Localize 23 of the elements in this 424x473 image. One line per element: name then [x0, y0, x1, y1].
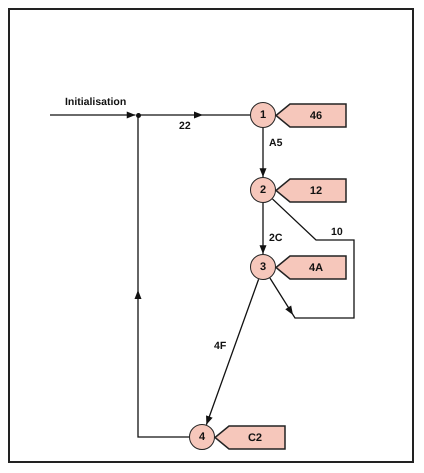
edge-label: 2C [268, 232, 284, 244]
state-circle [189, 424, 215, 450]
output-flag [215, 426, 285, 449]
state-label: 4 [198, 431, 206, 443]
state-label: 4A [308, 262, 324, 274]
edge-label: 4F [213, 340, 228, 352]
edge-label: 22 [178, 120, 192, 132]
output-flag [276, 256, 346, 279]
state-label: 2 [260, 184, 266, 196]
state-circle [250, 102, 276, 128]
edge-label: A5 [268, 137, 284, 149]
edge-label: 10 [330, 226, 344, 238]
state-label: 1 [260, 109, 266, 121]
output-flag [276, 104, 346, 127]
edge-label: Initialisation [64, 96, 128, 108]
junction-dot [136, 112, 140, 118]
state-label: 12 [308, 184, 322, 196]
state-circle [250, 177, 276, 203]
state-circle [250, 254, 276, 280]
output-flag [276, 179, 346, 202]
state-label: 3 [260, 261, 266, 273]
state-label: 46 [308, 110, 322, 122]
state-label: C2 [246, 432, 262, 444]
